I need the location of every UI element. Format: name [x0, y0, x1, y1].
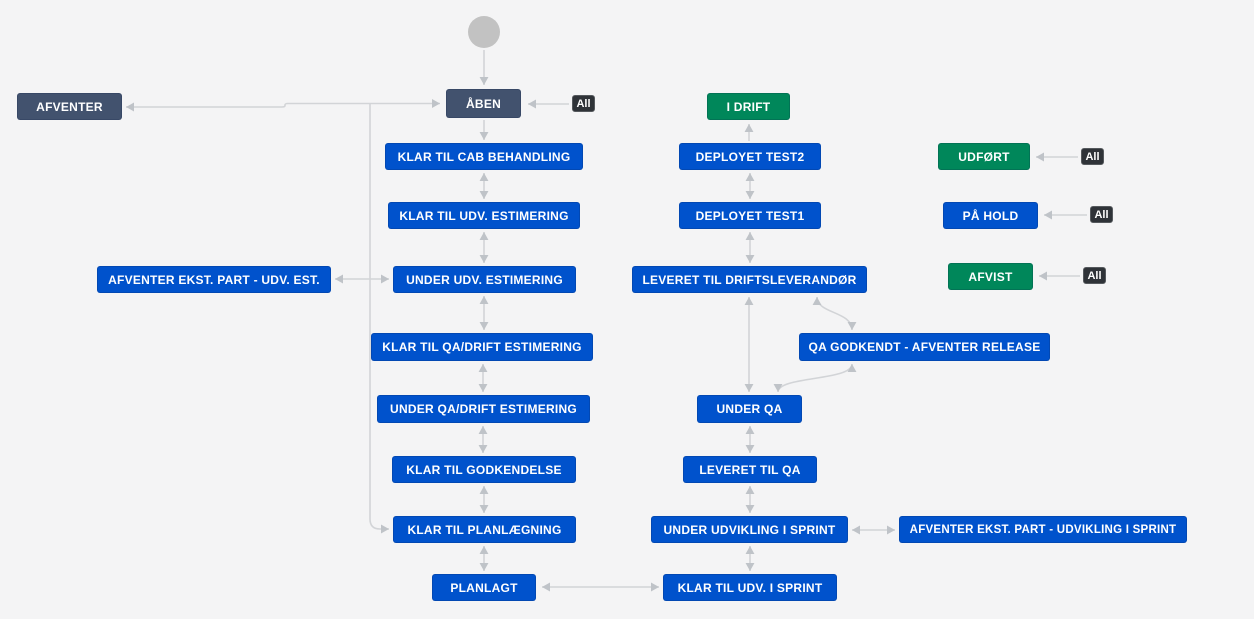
- status-klar-til-cab-behandling[interactable]: KLAR TIL CAB BEHANDLING: [385, 143, 583, 170]
- status-leveret-til-driftsleverandoer[interactable]: LEVERET TIL DRIFTSLEVERANDØR: [632, 266, 867, 293]
- all-transition-badge-aaben[interactable]: All: [572, 95, 595, 112]
- status-afventer-ekst-part-udvikling-i-sprint[interactable]: AFVENTER EKST. PART - UDVIKLING I SPRINT: [899, 516, 1187, 543]
- status-klar-til-planlaegning[interactable]: KLAR TIL PLANLÆGNING: [393, 516, 576, 543]
- status-afventer[interactable]: AFVENTER: [17, 93, 122, 120]
- status-qa-godkendt-afventer-release[interactable]: QA GODKENDT - AFVENTER RELEASE: [799, 333, 1050, 361]
- status-leveret-til-qa[interactable]: LEVERET TIL QA: [683, 456, 817, 483]
- status-klar-til-udv-estimering[interactable]: KLAR TIL UDV. ESTIMERING: [388, 202, 580, 229]
- start-node-circle[interactable]: [468, 16, 500, 48]
- all-transition-badge-udfoert[interactable]: All: [1081, 148, 1104, 165]
- status-afvist[interactable]: AFVIST: [948, 263, 1033, 290]
- status-klar-til-qa-drift-estimering[interactable]: KLAR TIL QA/DRIFT ESTIMERING: [371, 333, 593, 361]
- status-klar-til-godkendelse[interactable]: KLAR TIL GODKENDELSE: [392, 456, 576, 483]
- status-afventer-ekst-part-udv-est[interactable]: AFVENTER EKST. PART - UDV. EST.: [97, 266, 331, 293]
- status-deployet-test1[interactable]: DEPLOYET TEST1: [679, 202, 821, 229]
- status-under-qa-drift-estimering[interactable]: UNDER QA/DRIFT ESTIMERING: [377, 395, 590, 423]
- all-transition-badge-afvist[interactable]: All: [1083, 267, 1106, 284]
- status-deployet-test2[interactable]: DEPLOYET TEST2: [679, 143, 821, 170]
- status-klar-til-udv-i-sprint[interactable]: KLAR TIL UDV. I SPRINT: [663, 574, 837, 601]
- all-transition-badge-paa-hold[interactable]: All: [1090, 206, 1113, 223]
- status-under-udvikling-i-sprint[interactable]: UNDER UDVIKLING I SPRINT: [651, 516, 848, 543]
- status-under-udv-estimering[interactable]: UNDER UDV. ESTIMERING: [393, 266, 576, 293]
- status-planlagt[interactable]: PLANLAGT: [432, 574, 536, 601]
- status-aaben[interactable]: ÅBEN: [446, 89, 521, 118]
- status-paa-hold[interactable]: PÅ HOLD: [943, 202, 1038, 229]
- status-i-drift[interactable]: I DRIFT: [707, 93, 790, 120]
- status-under-qa[interactable]: UNDER QA: [697, 395, 802, 423]
- status-udfoert[interactable]: UDFØRT: [938, 143, 1030, 170]
